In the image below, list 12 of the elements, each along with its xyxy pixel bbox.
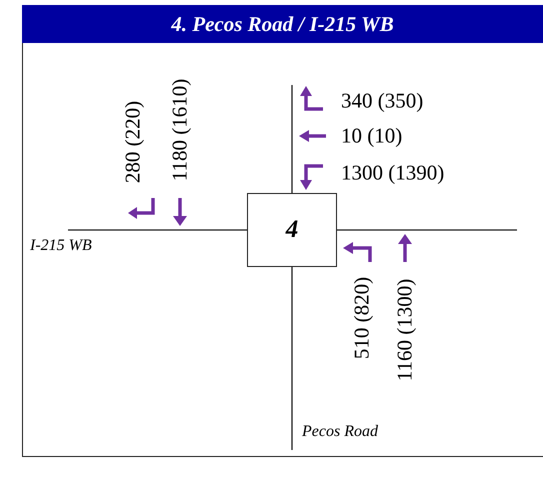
volume-label: 340 (350) xyxy=(341,90,424,112)
volume-label: 510 (820) xyxy=(352,276,372,360)
volume-label: 1160 (1300) xyxy=(394,278,416,382)
volume-label: 1300 (1390) xyxy=(341,162,444,184)
volume-label: 1180 (1610) xyxy=(170,78,190,182)
title-bar: 4. Pecos Road / I-215 WB xyxy=(22,5,543,43)
volume-label: 280 (220) xyxy=(122,100,144,184)
road-name: Pecos Road xyxy=(302,424,378,440)
road-name: I-215 WB xyxy=(30,238,92,254)
intersection-box xyxy=(247,193,337,267)
intersection-number: 4 xyxy=(286,216,298,244)
volume-label: 10 (10) xyxy=(341,126,402,146)
